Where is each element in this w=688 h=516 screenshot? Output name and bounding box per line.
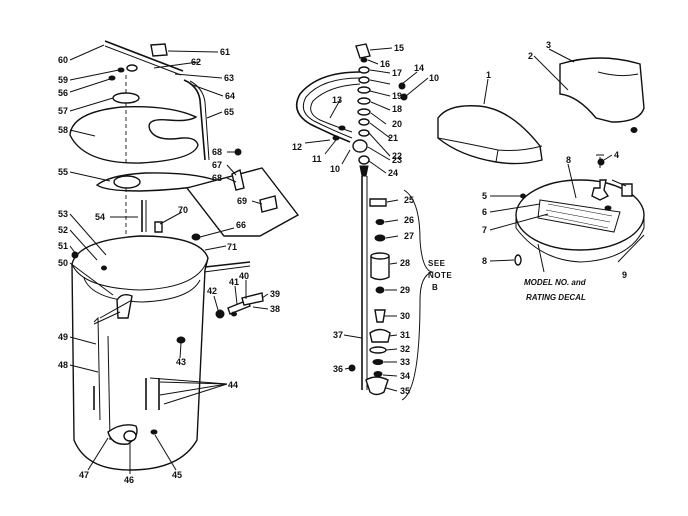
callout-35: 35 — [400, 386, 410, 396]
callout-69: 69 — [237, 196, 247, 206]
callout-39: 39 — [270, 289, 280, 299]
callout-2: 2 — [528, 51, 533, 61]
callout-42: 42 — [207, 286, 217, 296]
callout-67: 67 — [212, 160, 222, 170]
callout-46: 46 — [124, 475, 134, 485]
callout-43: 43 — [176, 357, 186, 367]
leaders-left — [69, 44, 269, 474]
callout-7: 7 — [482, 225, 487, 235]
callout-58: 58 — [58, 125, 68, 135]
callout-52: 52 — [58, 225, 68, 235]
callout-68-top: 68 — [212, 147, 222, 157]
note-note: NOTE — [428, 271, 452, 280]
callout-5: 5 — [482, 191, 487, 201]
cover-assembly — [437, 57, 645, 266]
callout-16: 16 — [380, 59, 390, 69]
callout-38: 38 — [270, 304, 280, 314]
callout-71: 71 — [227, 242, 237, 252]
callout-25: 25 — [404, 195, 414, 205]
disc-57 — [112, 92, 140, 104]
callout-26: 26 — [404, 215, 414, 225]
note-b: B — [432, 283, 438, 292]
callout-51: 51 — [58, 241, 68, 251]
callout-63: 63 — [224, 73, 234, 83]
callout-56: 56 — [58, 88, 68, 98]
callout-8-bottom: 8 — [482, 256, 487, 266]
callout-41: 41 — [229, 277, 239, 287]
callout-70: 70 — [178, 205, 188, 215]
callout-19: 19 — [392, 91, 402, 101]
callout-33: 33 — [400, 357, 410, 367]
callout-55: 55 — [58, 167, 68, 177]
callout-12: 12 — [292, 142, 302, 152]
top-cover-3 — [559, 57, 645, 123]
callouts-right: 3 2 1 4 8 5 6 7 8 9 MODEL NO. and RATING… — [482, 40, 627, 302]
callout-8-top: 8 — [566, 155, 571, 165]
callout-4: 4 — [614, 150, 619, 160]
callout-30: 30 — [400, 311, 410, 321]
callout-64: 64 — [225, 91, 235, 101]
cap-15 — [355, 43, 371, 59]
note-see: SEE — [428, 259, 446, 268]
callout-24: 24 — [388, 168, 398, 178]
float-tray-69 — [185, 167, 300, 237]
leaders-right — [483, 48, 645, 273]
callout-17: 17 — [392, 68, 402, 78]
callout-65: 65 — [224, 107, 234, 117]
callout-57: 57 — [58, 106, 68, 116]
callout-48: 48 — [58, 360, 68, 370]
bracket-61 — [150, 43, 168, 57]
cover-58 — [69, 106, 199, 164]
callout-36: 36 — [333, 364, 343, 374]
brine-tank — [71, 235, 209, 471]
callout-10-top: 10 — [429, 73, 439, 83]
head-bar-61 — [104, 40, 184, 72]
callout-54: 54 — [95, 212, 105, 222]
decal-label-line2: RATING DECAL — [526, 293, 586, 302]
callout-23: 23 — [392, 155, 402, 165]
callout-45: 45 — [172, 470, 182, 480]
callout-18: 18 — [392, 104, 402, 114]
callout-32: 32 — [400, 344, 410, 354]
callout-3: 3 — [546, 40, 551, 50]
brine-valve-assembly — [295, 43, 434, 401]
callout-21: 21 — [388, 133, 398, 143]
tank-assembly — [69, 40, 300, 471]
callout-61: 61 — [220, 47, 230, 57]
callout-59: 59 — [58, 75, 68, 85]
callout-28: 28 — [400, 258, 410, 268]
callout-14: 14 — [414, 63, 424, 73]
callout-53: 53 — [58, 209, 68, 219]
callout-9: 9 — [622, 270, 627, 280]
callout-60: 60 — [58, 55, 68, 65]
callout-49: 49 — [58, 332, 68, 342]
callout-22: 22 — [392, 151, 402, 161]
callout-44: 44 — [228, 380, 238, 390]
callout-68-bottom: 68 — [212, 173, 222, 183]
callout-11: 11 — [312, 154, 322, 164]
callout-27: 27 — [404, 231, 414, 241]
callout-34: 34 — [400, 371, 410, 381]
callout-13: 13 — [332, 95, 342, 105]
callout-20: 20 — [392, 119, 402, 129]
callout-47: 47 — [79, 470, 89, 480]
callout-10-bottom: 10 — [330, 164, 340, 174]
callout-50: 50 — [58, 258, 68, 268]
callout-6: 6 — [482, 207, 487, 217]
callout-29: 29 — [400, 285, 410, 295]
callout-31: 31 — [400, 330, 410, 340]
lid-1 — [437, 105, 543, 165]
callouts-middle: 15 16 17 18 19 20 21 22 23 24 14 10 13 1… — [292, 43, 452, 396]
callout-62: 62 — [191, 57, 201, 67]
callouts-left: 60 59 56 57 58 61 62 63 64 65 55 54 53 5… — [58, 47, 280, 485]
callout-1: 1 — [486, 70, 491, 80]
callout-40: 40 — [239, 271, 249, 281]
leaders-middle — [304, 47, 429, 392]
callout-66: 66 — [236, 220, 246, 230]
callout-15: 15 — [394, 43, 404, 53]
callout-37: 37 — [333, 330, 343, 340]
decal-label-line1: MODEL NO. and — [524, 278, 587, 287]
